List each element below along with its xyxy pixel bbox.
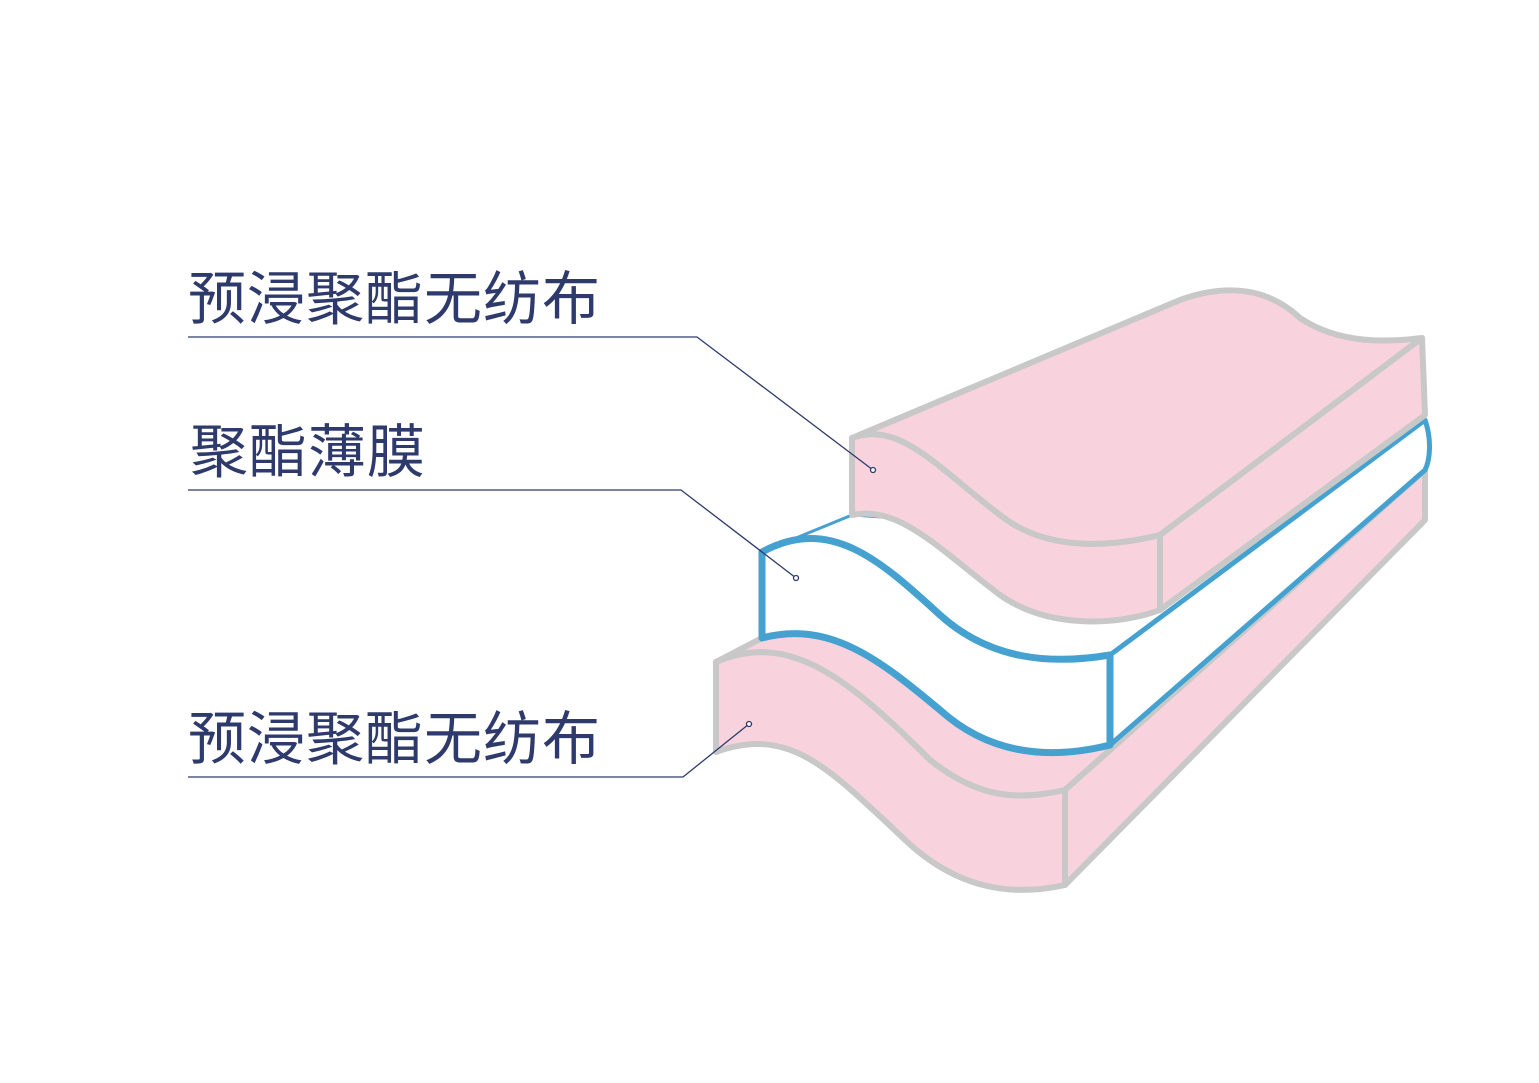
top-fabric-front-face <box>849 431 1163 625</box>
leader-line-bottom <box>188 723 750 778</box>
label-bottom-layer: 预浸聚酯无纺布 <box>188 705 602 773</box>
film-right-face <box>1107 417 1432 748</box>
leader-dot-middle <box>792 574 800 582</box>
film-front-face <box>758 535 1114 757</box>
label-top-layer: 预浸聚酯无纺布 <box>188 265 602 333</box>
bottom-fabric-front-face <box>713 649 1068 893</box>
leader-lines <box>188 336 877 778</box>
bottom-fabric-layer <box>713 467 1428 893</box>
leader-line-top <box>188 336 874 471</box>
label-middle-layer: 聚酯薄膜 <box>190 418 427 486</box>
leader-line-middle <box>188 489 797 579</box>
leader-dot-top <box>869 466 877 474</box>
top-fabric-layer <box>849 287 1428 625</box>
leader-dot-bottom <box>745 720 753 728</box>
